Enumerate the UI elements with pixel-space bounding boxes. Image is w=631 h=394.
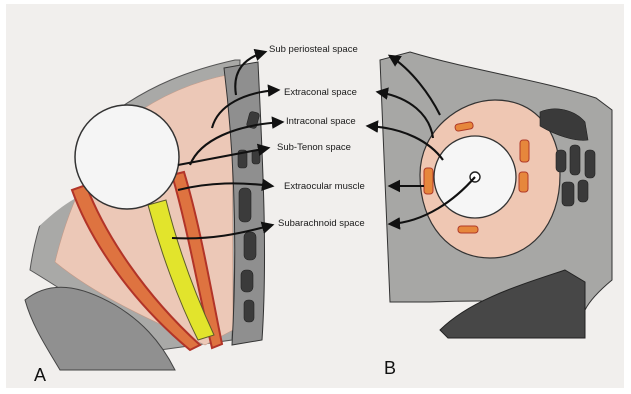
panel-b-coronal	[380, 52, 612, 338]
label-subperiosteal: Sub periosteal space	[269, 44, 358, 55]
label-extraocular: Extraocular muscle	[284, 181, 365, 192]
panel-label-b: B	[384, 358, 396, 378]
panel-label-a: A	[34, 365, 46, 385]
label-extraconal: Extraconal space	[284, 87, 357, 98]
label-subarachnoid: Subarachnoid space	[278, 218, 365, 229]
label-subtenon: Sub-Tenon space	[277, 142, 351, 153]
globe-a	[75, 105, 179, 209]
label-intraconal: Intraconal space	[286, 116, 356, 127]
